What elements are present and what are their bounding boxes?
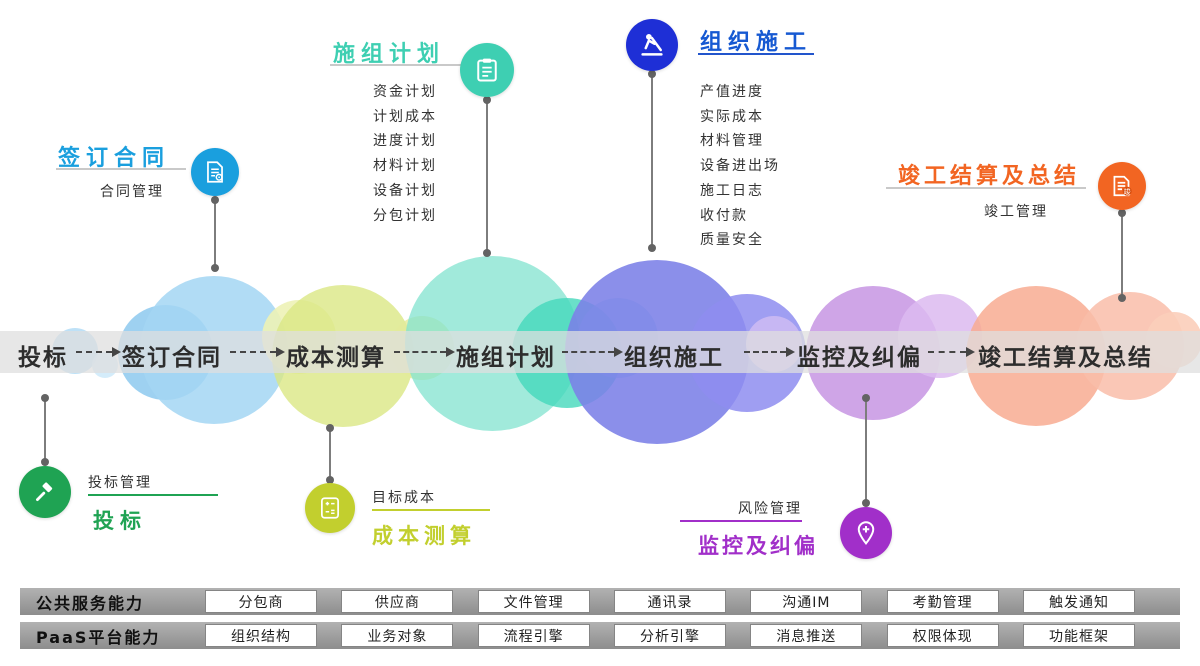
arrow-icon [744, 347, 795, 357]
connector-construct [648, 70, 656, 252]
list-item: 进度计划 [373, 133, 437, 150]
callout-sub-sign-contract: 合同管理 [100, 184, 164, 200]
list-item: 产值进度 [700, 84, 764, 100]
list-item: 材料管理 [700, 133, 764, 150]
location-target-icon [840, 507, 892, 559]
stage-sign-contract: 签订合同 [122, 345, 222, 371]
bid-gavel-icon [19, 466, 71, 518]
underline [88, 494, 218, 496]
list-item: 收付款 [700, 207, 748, 224]
connector-completion [1118, 209, 1126, 302]
callout-sub-cost: 目标成本 [372, 490, 436, 506]
stage-monitor: 监控及纠偏 [797, 345, 922, 371]
stage-bid: 投标 [18, 345, 68, 371]
connector-plan [483, 96, 491, 257]
bar-label: PaaS平台能力 [36, 627, 161, 647]
callout-title-plan: 施组计划 [333, 42, 446, 67]
contract-document-icon [191, 148, 239, 196]
capability-item: 消息推送 [750, 624, 863, 647]
capability-item: 组织结构 [205, 624, 317, 647]
list-item: 计划成本 [373, 108, 437, 125]
list-item: 设备计划 [373, 182, 437, 199]
list-item: 材料计划 [373, 158, 437, 175]
capability-item: 业务对象 [341, 624, 454, 647]
callout-title-bid: 投标 [93, 509, 147, 533]
callout-title-monitor: 监控及纠偏 [698, 534, 818, 558]
list-item: 实际成本 [700, 108, 764, 125]
list-item: 资金计划 [373, 84, 437, 100]
plan-items-list: 资金计划 计划成本 进度计划 材料计划 设备计划 分包计划 [373, 80, 437, 228]
capability-item: 供应商 [341, 590, 454, 613]
connector-bid [41, 394, 49, 466]
callout-title-sign-contract: 签订合同 [58, 146, 171, 171]
public-service-bar: 公共服务能力 分包商 供应商 文件管理 通讯录 沟通IM 考勤管理 触发通知 [20, 588, 1180, 615]
capability-item: 沟通IM [750, 590, 863, 613]
completion-settlement-icon: 竣 [1098, 162, 1146, 210]
calculator-icon [305, 483, 355, 533]
underline [56, 168, 186, 170]
callout-title-completion: 竣工结算及总结 [898, 164, 1081, 189]
capability-item: 流程引擎 [477, 624, 590, 647]
underline [886, 187, 1086, 189]
list-item: 分包计划 [373, 207, 437, 224]
capability-item: 权限体现 [886, 624, 999, 647]
construct-items-list: 产值进度 实际成本 材料管理 设备进出场 施工日志 收付款 质量安全 [700, 80, 780, 253]
capability-item: 文件管理 [477, 590, 590, 613]
arrow-icon [394, 347, 455, 357]
arrow-icon [562, 347, 623, 357]
stage-completion: 竣工结算及总结 [978, 345, 1153, 371]
list-item: 质量安全 [700, 232, 764, 249]
underline [330, 64, 462, 66]
callout-sub-bid: 投标管理 [88, 475, 152, 491]
connector-cost [326, 424, 334, 484]
arrow-icon [928, 347, 975, 357]
stage-plan: 施组计划 [456, 345, 556, 371]
callout-sub-monitor: 风险管理 [738, 501, 802, 517]
bar-items: 分包商 供应商 文件管理 通讯录 沟通IM 考勤管理 触发通知 [195, 590, 1180, 613]
stage-construct: 组织施工 [624, 345, 724, 371]
construction-worker-icon [626, 19, 678, 71]
bar-items: 组织结构 业务对象 流程引擎 分析引擎 消息推送 权限体现 功能框架 [195, 624, 1180, 647]
arrow-icon [230, 347, 285, 357]
capability-item: 功能框架 [1022, 624, 1135, 647]
capability-item: 分析引擎 [613, 624, 726, 647]
list-item: 施工日志 [700, 182, 764, 199]
capability-item: 分包商 [205, 590, 317, 613]
capability-item: 通讯录 [613, 590, 726, 613]
bar-label: 公共服务能力 [36, 593, 145, 613]
list-item: 设备进出场 [700, 158, 780, 175]
stage-cost: 成本测算 [286, 345, 386, 371]
arrow-icon [76, 347, 121, 357]
underline [698, 53, 814, 55]
callout-title-construct: 组织施工 [700, 30, 813, 55]
capability-item: 考勤管理 [886, 590, 999, 613]
underline [372, 509, 490, 511]
svg-text:竣: 竣 [1124, 187, 1131, 196]
connector-monitor [862, 394, 870, 507]
connector-sign-contract [211, 196, 219, 272]
capability-item: 触发通知 [1022, 590, 1135, 613]
underline [680, 520, 802, 522]
paas-platform-bar: PaaS平台能力 组织结构 业务对象 流程引擎 分析引擎 消息推送 权限体现 功… [20, 622, 1180, 649]
clipboard-plan-icon [460, 43, 514, 97]
callout-title-cost: 成本测算 [372, 524, 476, 548]
callout-sub-completion: 竣工管理 [984, 204, 1048, 220]
